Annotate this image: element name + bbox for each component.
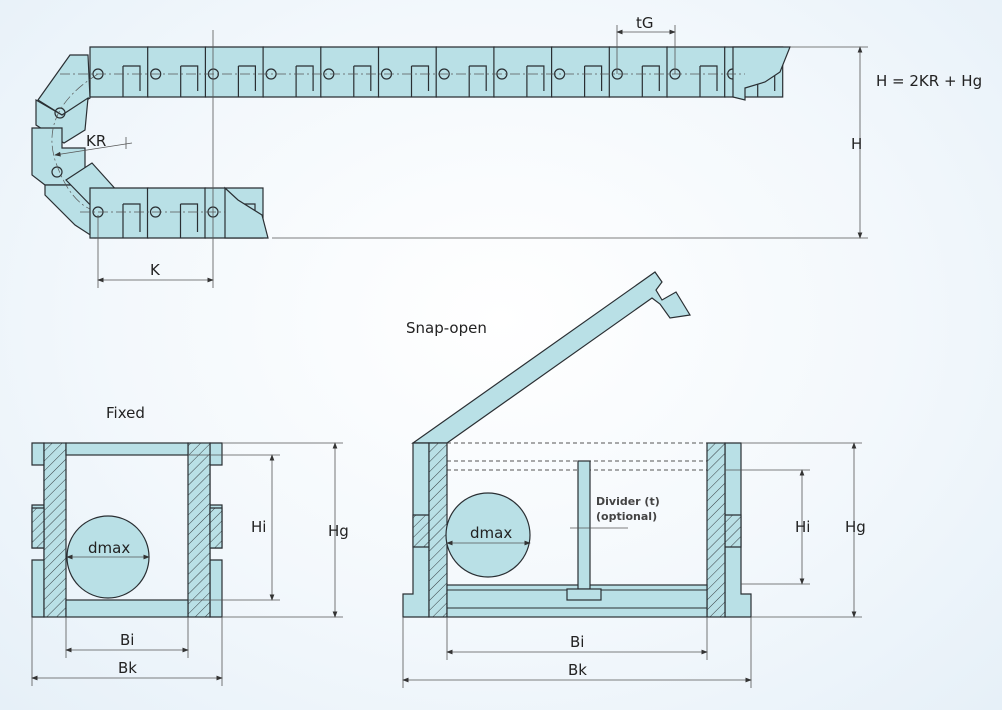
height-label: H: [851, 135, 862, 153]
snap-bi-label: Bi: [570, 633, 584, 651]
fixed-title: Fixed: [106, 404, 145, 422]
chain-link: [377, 46, 438, 98]
chain-link: [435, 46, 495, 98]
fixed-cross-section: Fixed dmax Hi Hg Bi Bk: [31, 404, 349, 686]
chain-link: [89, 46, 149, 98]
chain-link: [89, 187, 149, 239]
chain-side-view: tG H = 2KR + Hg H KR K: [31, 14, 982, 288]
chain-link: [204, 46, 264, 98]
chain-link: [320, 46, 380, 98]
chain-link: [493, 46, 553, 98]
pitch-label: tG: [636, 14, 654, 32]
chain-end-bracket-top: [732, 46, 791, 101]
upper-chain-run: [89, 46, 784, 98]
fixed-hi-label: Hi: [251, 518, 266, 536]
snap-dmax-label: dmax: [470, 524, 512, 542]
snap-hi-label: Hi: [795, 518, 810, 536]
fixed-hg-label: Hg: [328, 522, 349, 540]
height-formula: H = 2KR + Hg: [876, 72, 982, 90]
k-label: K: [150, 261, 161, 279]
chain-link: [608, 46, 668, 98]
chain-link: [666, 46, 726, 98]
chain-link: [551, 46, 611, 98]
chain-link: [262, 46, 322, 98]
bend-radius-label: KR: [86, 132, 106, 150]
snap-open-title: Snap-open: [406, 319, 487, 337]
fixed-dmax-label: dmax: [88, 539, 130, 557]
snap-bk-label: Bk: [568, 661, 587, 679]
snap-hg-label: Hg: [845, 518, 866, 536]
fixed-bi-label: Bi: [120, 631, 134, 649]
open-lid: [411, 271, 691, 444]
chain-link: [147, 46, 207, 98]
divider-note: (optional): [596, 510, 657, 523]
chain-end-bracket-bottom: [224, 186, 269, 239]
chain-link: [146, 187, 207, 239]
fixed-bk-label: Bk: [118, 659, 137, 677]
divider: [577, 460, 591, 590]
divider-label: Divider (t): [596, 495, 660, 508]
snap-open-cross-section: Snap-open dmax Divider (t) (optional) Hi…: [402, 271, 866, 688]
